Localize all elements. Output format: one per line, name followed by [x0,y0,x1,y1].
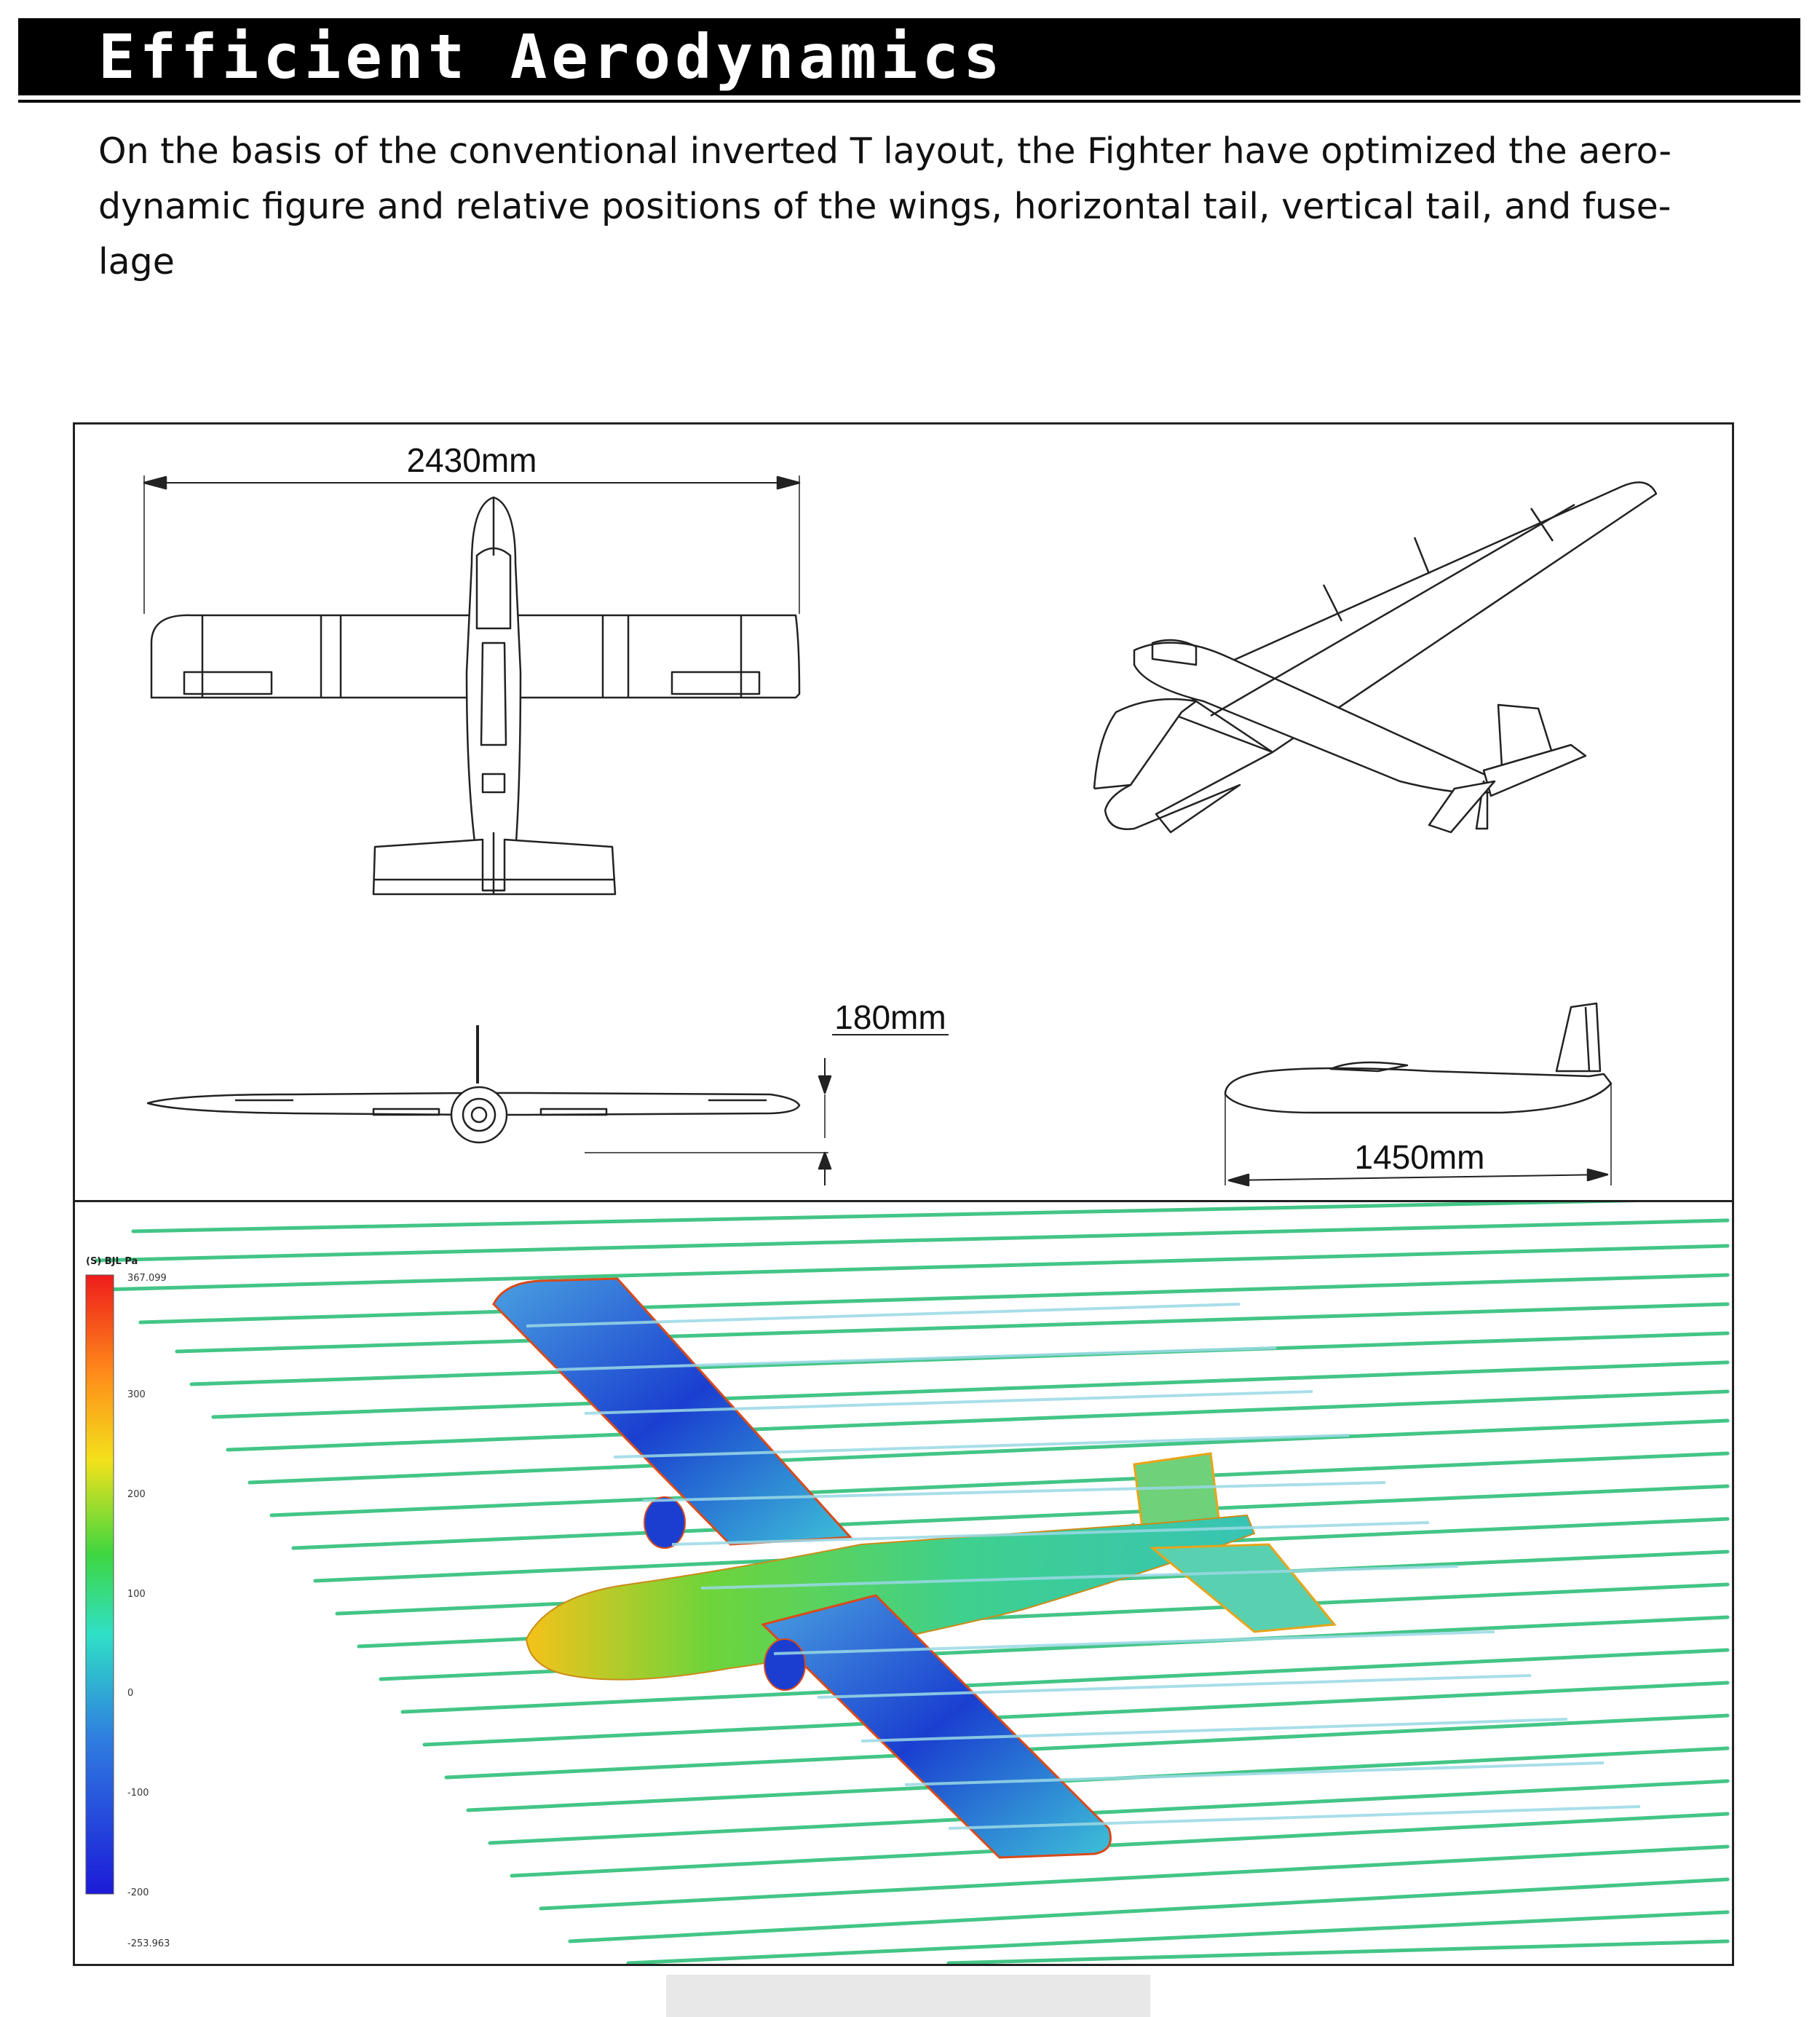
intro-line-2: dynamic figure and relative positions of… [98,186,1671,227]
scale-tick-100: 100 [127,1589,146,1600]
intro-line-1: On the basis of the conventional inverte… [98,130,1672,172]
scale-max-label: 367.099 [127,1273,167,1284]
scale-tick-neg100: -100 [127,1788,149,1799]
length-dimension-label: 1450mm [1355,1138,1485,1176]
intro-line-3: lage [98,241,175,283]
top-view-drawing [143,475,801,896]
side-view-drawing [1224,1002,1613,1187]
scale-tick-200: 200 [127,1489,146,1500]
wingspan-dimension-label: 2430mm [407,441,537,479]
aircraft-figure: 2430mm 180mm 1450mm [73,422,1734,1966]
scale-min-label: -253.963 [127,1938,170,1949]
panel-divider [75,1200,1732,1202]
scale-title: (S) BJL Pa [86,1256,138,1267]
header-bar: Efficient Aerodynamics [18,18,1800,95]
surface-streamlines [526,1303,1641,1830]
page-title: Efficient Aerodynamics [98,21,1005,92]
isometric-view-drawing [1093,481,1658,834]
cfd-streamline-render: (S) BJL Pa 367.099 300 200 100 0 -100 -2… [75,1202,1732,1964]
pressure-color-scale: (S) BJL Pa 367.099 300 200 100 0 -100 -2… [85,1256,170,1949]
three-view-drawings: 2430mm 180mm 1450mm [143,441,1658,1187]
intro-paragraph: On the basis of the conventional inverte… [98,124,1722,290]
scale-tick-0: 0 [127,1688,133,1699]
front-view-drawing [146,1025,949,1185]
height-dimension-label: 180mm [834,998,946,1036]
bottom-gray-strip [666,1975,1150,2017]
header-rule [18,100,1800,103]
scale-tick-neg200: -200 [127,1887,149,1898]
scale-tick-300: 300 [127,1389,146,1400]
